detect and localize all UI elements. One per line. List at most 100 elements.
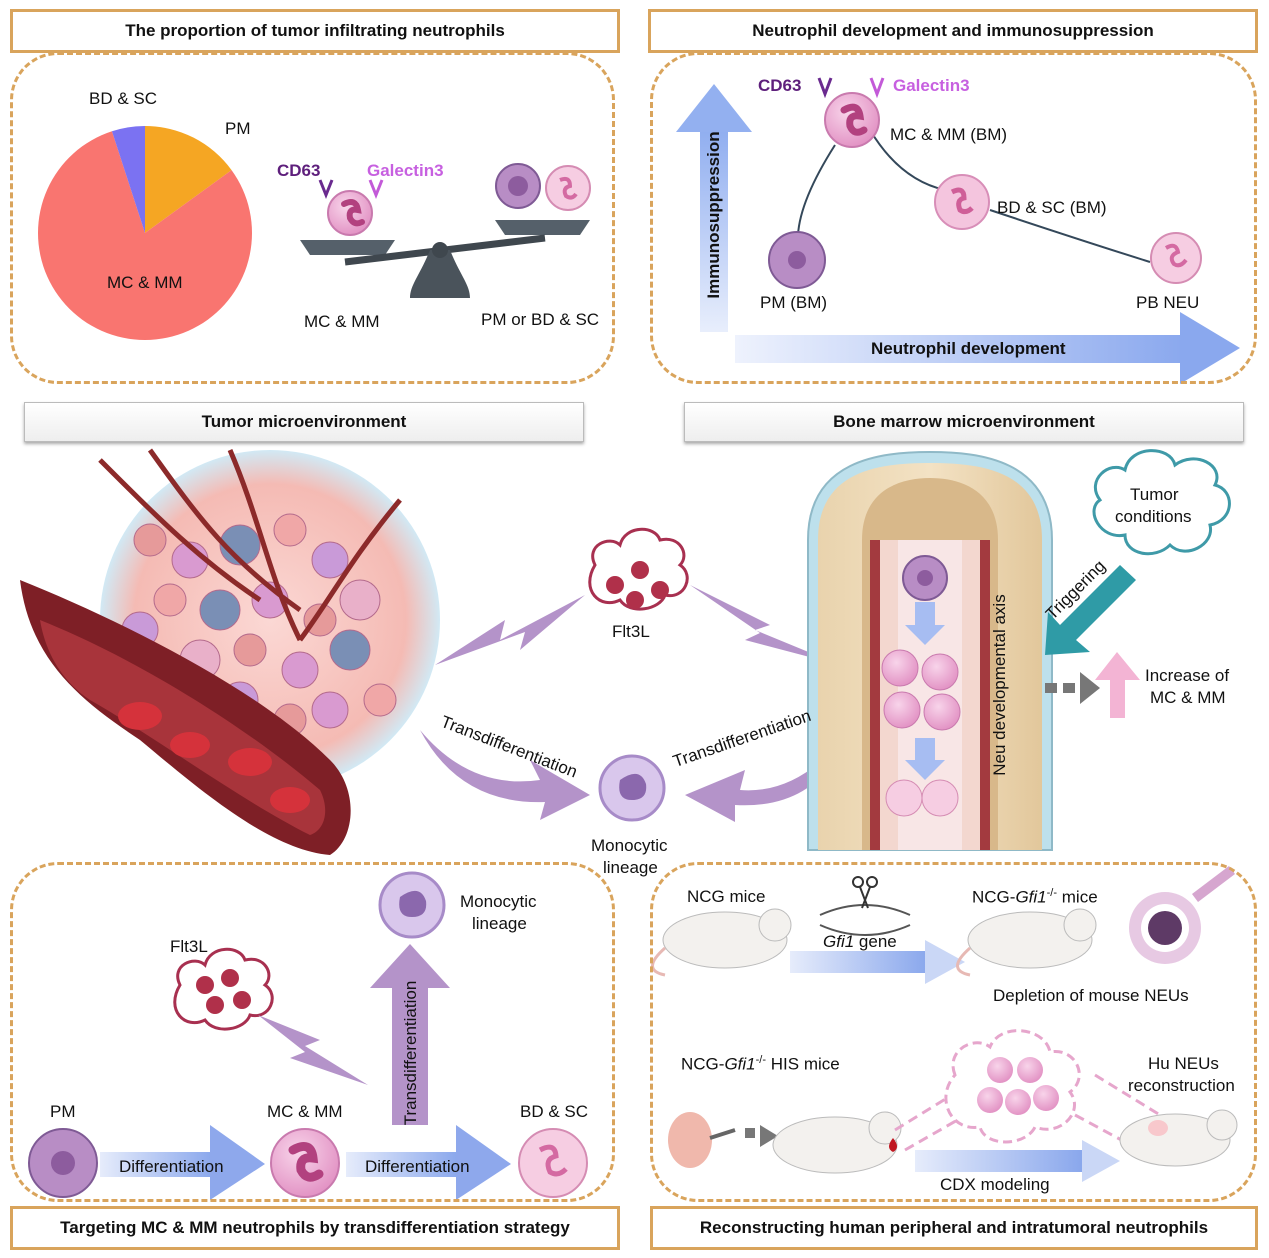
depletion-label: Depletion of mouse NEUs: [993, 986, 1189, 1005]
development-axis-label: Neutrophil development: [871, 339, 1066, 358]
tumor-conditions-2: conditions: [1115, 507, 1192, 526]
bottom-left-frame: [10, 862, 615, 1202]
flt3l-label-bottom: Flt3L: [170, 937, 208, 956]
increase-label-2: MC & MM: [1150, 688, 1226, 707]
mc-mm-bottom-label: MC & MM: [267, 1102, 343, 1121]
lightning-right: [690, 585, 840, 665]
differentiation-label-1: Differentiation: [119, 1157, 224, 1176]
tumor-cell: [339, 579, 381, 621]
mc-mm-bm-cell: [817, 77, 885, 148]
tumor-cell: [233, 633, 267, 667]
tumor-conditions-cloud: [1092, 449, 1231, 556]
his-reconstruction: [668, 1029, 1238, 1182]
flt3l-label-middle: Flt3L: [612, 622, 650, 641]
immunosuppression-arrow-head: [676, 84, 752, 132]
knockout-arrow: [790, 951, 930, 973]
tumor-cell: [363, 683, 397, 717]
flt3l-cloud-bottom: [173, 947, 274, 1031]
increase-arrow: [1095, 652, 1140, 718]
panel-title-top-right: Neutrophil development and immunosuppres…: [648, 9, 1258, 53]
panel-title-top-left: The proportion of tumor infiltrating neu…: [10, 9, 620, 53]
neu-developmental-axis-label: Neu developmental axis: [990, 594, 1009, 776]
ncg-gfi1-mice-label: NCG-Gfi1-/- mice: [972, 887, 1098, 907]
scale-right-label: PM or BD & SC: [481, 310, 600, 329]
lightning-bottom: [258, 1015, 368, 1085]
mc-mm-bottom-cell: [270, 1128, 340, 1198]
triggering-arrow: [1045, 565, 1136, 655]
monocytic-bottom-2: lineage: [472, 914, 527, 933]
transdiff-arrow-left: [420, 730, 590, 820]
ncg-mice-label: NCG mice: [687, 887, 766, 906]
bd-sc-bm-label: BD & SC (BM): [997, 198, 1107, 217]
dotted-arrow: [1080, 672, 1100, 704]
pm-bm-label: PM (BM): [760, 293, 828, 312]
tumor-cell: [281, 651, 319, 689]
diff-arrow-1: [100, 1152, 215, 1177]
differentiation-label-2: Differentiation: [365, 1157, 470, 1176]
scissors-dna-icon: [819, 876, 911, 936]
scale-left-label: MC & MM: [304, 312, 380, 331]
bottom-right-frame: [650, 862, 1257, 1202]
galectin3-label-dev: Galectin3: [893, 76, 970, 95]
bd-sc-bm-cell: [934, 174, 990, 230]
cdx-modeling-label: CDX modeling: [940, 1175, 1050, 1194]
tumor-cell: [133, 523, 167, 557]
pm-bd-cells-on-scale: [495, 163, 591, 211]
tumor-conditions-1: Tumor: [1130, 485, 1179, 504]
tumor-microenvironment-label: Tumor microenvironment: [24, 402, 584, 442]
hu-neus-label-2: reconstruction: [1128, 1076, 1235, 1095]
top-left-frame: [10, 52, 615, 384]
tumor-cell: [311, 691, 349, 729]
monocyte-middle: [598, 754, 666, 822]
ncg-mouse: [651, 908, 792, 977]
bone-marrow-microenvironment-label: Bone marrow microenvironment: [684, 402, 1244, 442]
tumor-cell: [303, 603, 337, 637]
pm-bottom-label: PM: [50, 1102, 76, 1121]
tumor-illustration: [20, 448, 440, 855]
monocyte-bottom: [378, 871, 446, 939]
monocytic-label-2: lineage: [603, 858, 658, 877]
diff-arrow-2: [346, 1152, 461, 1177]
pb-neu-label: PB NEU: [1136, 293, 1200, 312]
transdiff-arrow-right: [685, 730, 850, 822]
mc-mm-bm-label: MC & MM (BM): [890, 125, 1008, 144]
mc-mm-cell-on-scale: [318, 179, 384, 236]
transdiff-up-arrow-shaft: [392, 985, 428, 1125]
panel-title-bottom-right: Reconstructing human peripheral and intr…: [650, 1206, 1258, 1250]
cd63-label-scale: CD63: [277, 161, 321, 180]
bd-sc-bottom-label: BD & SC: [520, 1102, 589, 1121]
pie-slice-mc-mm: [37, 131, 252, 340]
increase-label-1: Increase of: [1145, 666, 1230, 685]
tumor-cell: [153, 583, 187, 617]
pie-label-mc-mm: MC & MM: [107, 273, 183, 292]
immunosuppression-arrow-shaft: [700, 130, 728, 332]
hu-neus-label-1: Hu NEUs: [1148, 1054, 1219, 1073]
gfi1-gene-label: Gfi1 gene: [823, 932, 897, 951]
tumor-cell: [329, 629, 371, 671]
pie-label-pm: PM: [225, 119, 251, 138]
pm-bm-cell: [768, 231, 826, 289]
proportion-pie-chart: [37, 126, 252, 340]
flt3l-cloud-middle: [588, 527, 689, 611]
galectin3-label-scale: Galectin3: [367, 161, 444, 180]
pie-slice-pm: [145, 126, 232, 233]
development-arrow-shaft: [735, 335, 1185, 363]
lightning-left: [435, 595, 585, 665]
bone-cells: [881, 555, 961, 817]
panel-title-bottom-left: Targeting MC & MM neutrophils by transdi…: [10, 1206, 620, 1250]
ncg-gfi1-mouse: [956, 908, 1097, 977]
cd63-label-dev: CD63: [758, 76, 802, 95]
pb-neu-cell: [1150, 232, 1202, 284]
tumor-cell: [219, 524, 261, 566]
tumor-cell: [199, 589, 241, 631]
top-right-frame: [650, 52, 1257, 384]
balance-scale: [300, 220, 590, 298]
tumor-cell: [311, 541, 349, 579]
immunosuppression-axis-label: Immunosuppression: [704, 131, 723, 299]
pie-slice-bd-sc: [111, 126, 145, 233]
monocytic-bottom-1: Monocytic: [460, 892, 537, 911]
monocytic-label-1: Monocytic: [591, 836, 668, 855]
tumor-cell: [273, 513, 307, 547]
transdiff-vertical-label: Transdifferentiation: [401, 980, 420, 1126]
